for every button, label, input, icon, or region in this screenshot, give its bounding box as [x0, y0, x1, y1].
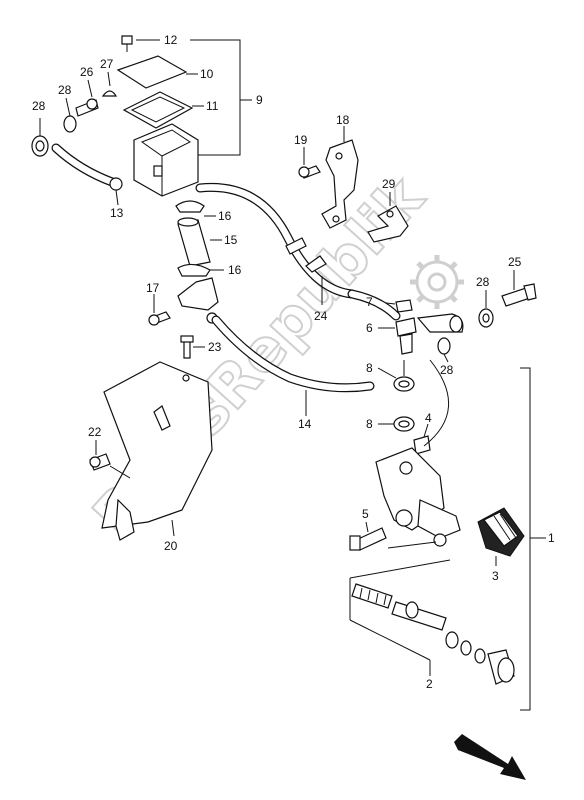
gear-icon [410, 255, 464, 309]
part-labels: 1 2 3 4 5 6 7 8 8 9 10 11 12 13 14 15 16… [32, 33, 555, 691]
label-8b: 8 [366, 417, 373, 431]
diaphragm-11 [122, 91, 194, 129]
clip-4 [413, 435, 431, 455]
label-1: 1 [548, 531, 555, 545]
label-13: 13 [110, 206, 124, 220]
master-cylinder-body [375, 447, 461, 547]
group-bracket-9 [190, 39, 241, 156]
bolt-25 [501, 270, 537, 307]
label-19: 19 [294, 133, 308, 147]
cap-7 [395, 299, 413, 313]
group-bracket-1 [520, 367, 531, 711]
reservoir-cap-10 [116, 55, 188, 89]
bracket-18 [321, 126, 359, 229]
label-8a: 8 [366, 361, 373, 375]
label-27: 27 [100, 57, 114, 71]
label-24: 24 [314, 309, 328, 323]
bolt-23 [183, 339, 191, 359]
reservoir-body [133, 123, 199, 197]
label-2: 2 [426, 677, 433, 691]
label-28b: 28 [32, 99, 46, 113]
label-6: 6 [366, 321, 373, 335]
label-14: 14 [298, 417, 312, 431]
label-12: 12 [164, 33, 178, 47]
clamp-16a [175, 200, 205, 213]
bolt-5 [349, 521, 387, 551]
label-9: 9 [256, 93, 263, 107]
label-4: 4 [425, 411, 432, 425]
clamp-16b [177, 263, 211, 277]
washer-28a [63, 115, 77, 133]
label-7: 7 [366, 295, 373, 309]
washer-28d [437, 337, 451, 355]
label-18: 18 [336, 113, 350, 127]
label-25: 25 [508, 255, 522, 269]
label-26: 26 [80, 65, 94, 79]
label-5: 5 [362, 507, 369, 521]
label-16b: 16 [228, 263, 242, 277]
label-28c: 28 [476, 275, 490, 289]
label-11: 11 [206, 99, 219, 113]
boot-3 [477, 507, 525, 566]
label-29: 29 [382, 177, 396, 191]
label-28a: 28 [58, 83, 72, 97]
hose-15 [177, 219, 211, 267]
label-23: 23 [208, 340, 222, 354]
label-15: 15 [224, 233, 238, 247]
label-3: 3 [492, 569, 499, 583]
clamp-13 [109, 177, 123, 191]
hose-fitting-14 [177, 277, 219, 311]
front-arrow-icon [454, 734, 526, 780]
cap-27 [101, 90, 118, 97]
banjo-bolt-6 [378, 317, 417, 355]
label-16a: 16 [218, 209, 232, 223]
label-17: 17 [146, 281, 160, 295]
label-22: 22 [88, 425, 102, 439]
screw-12 [121, 35, 160, 52]
side-cover-20 [101, 361, 213, 541]
label-28d: 28 [440, 363, 454, 377]
piston-kit-2 [349, 559, 515, 685]
label-10: 10 [200, 67, 214, 81]
bracket-29 [367, 192, 409, 243]
label-20: 20 [164, 539, 178, 553]
